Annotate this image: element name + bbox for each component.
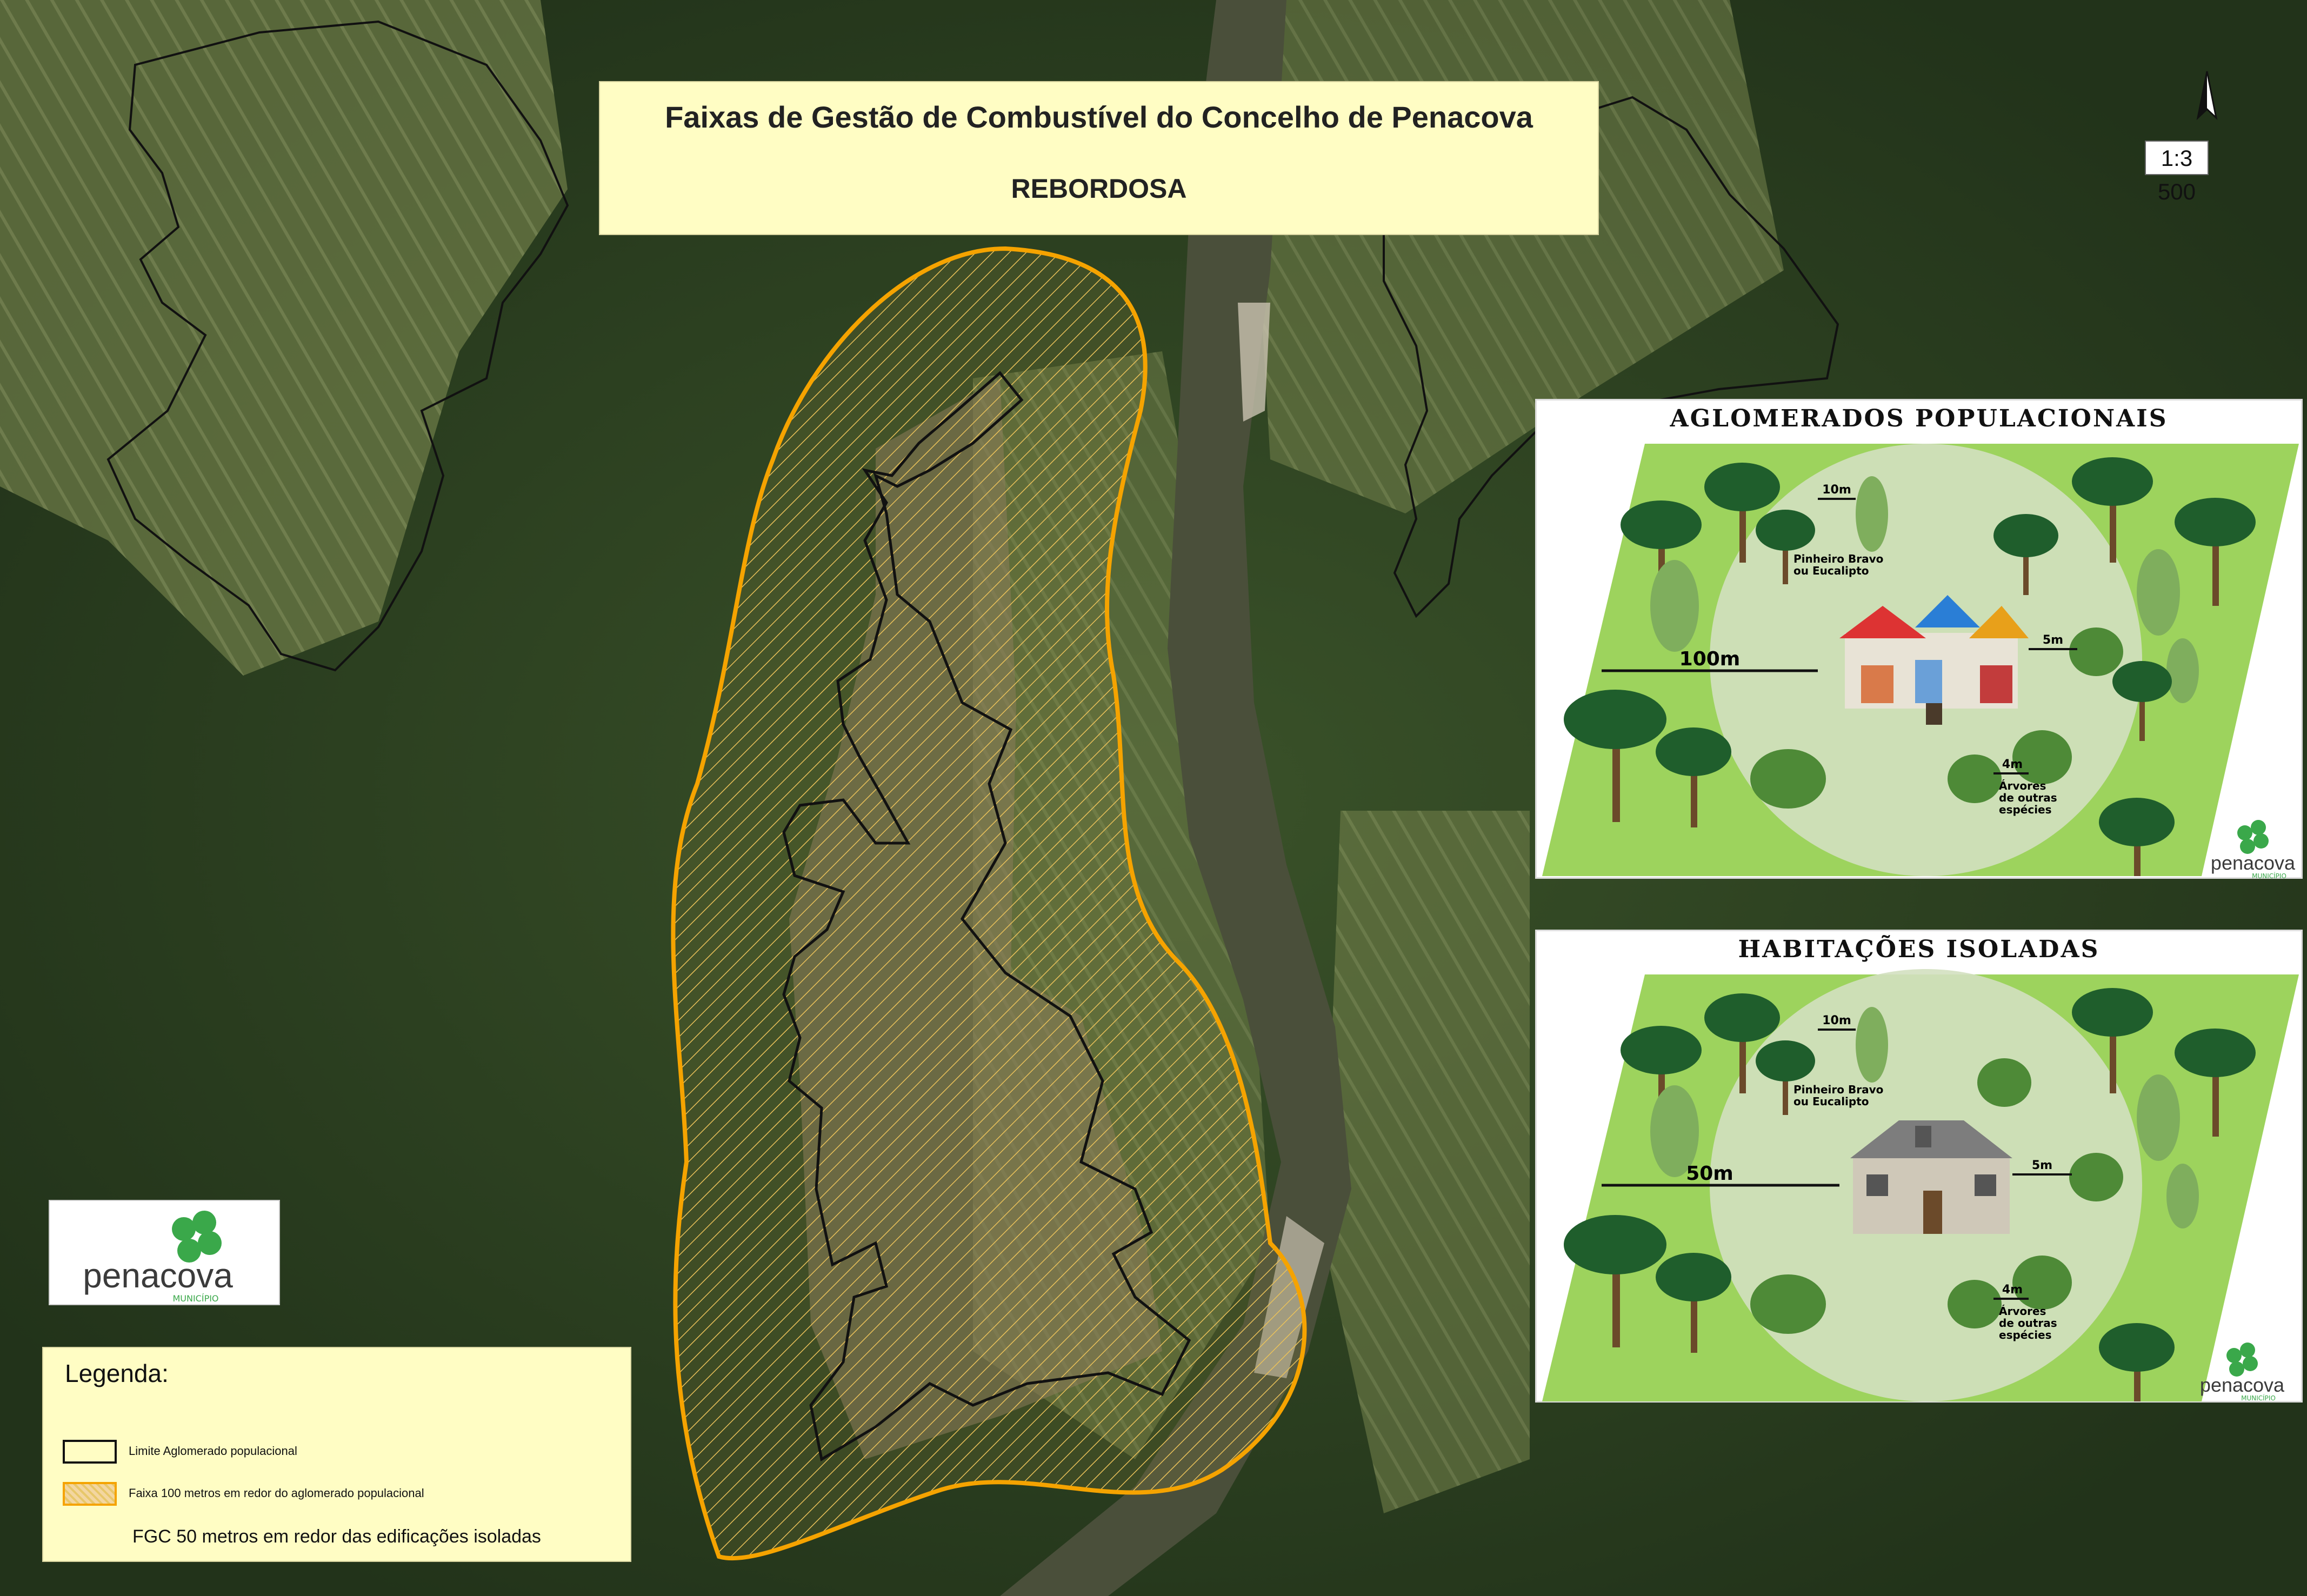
- tree-icon: [2099, 1323, 2175, 1401]
- map-subtitle: REBORDOSA: [1011, 173, 1187, 204]
- clover-icon: [2237, 820, 2269, 854]
- tree-icon: [1704, 993, 1780, 1093]
- distance-pine-label: 10m: [1822, 483, 1851, 497]
- label-other-line3: espécies: [1999, 1328, 2052, 1341]
- panel-habitacoes: HABITAÇÕES ISOLADAS 50m 10m: [1535, 930, 2303, 1403]
- clover-icon: [2226, 1343, 2258, 1377]
- village-houses-icon: [1839, 595, 2029, 725]
- eucalyptus-icon: [2166, 638, 2199, 703]
- tree-icon: [1750, 1274, 1826, 1334]
- distance-main-label: 100m: [1679, 648, 1741, 670]
- tree-icon: [1750, 749, 1826, 809]
- eucalyptus-icon: [1856, 1007, 1888, 1083]
- panel-title: HABITAÇÕES ISOLADAS: [1738, 936, 2100, 963]
- panel-brand: penacova: [2200, 1374, 2285, 1396]
- tree-icon: [2072, 988, 2153, 1093]
- logo-text: penacova: [83, 1256, 233, 1295]
- eucalyptus-icon: [1856, 476, 1888, 552]
- legend-title: Legenda:: [65, 1359, 169, 1387]
- legend-isolated: FGC 50 metros em redor das edificações i…: [132, 1526, 541, 1547]
- aglomerado-boundary[interactable]: [782, 371, 1191, 1461]
- penacova-logo: penacova MUNICÍPIO: [49, 1200, 280, 1305]
- sandbank: [1238, 303, 1270, 422]
- legend-label: Limite Aglomerado populacional: [129, 1444, 297, 1458]
- house-icon: [1850, 1120, 2012, 1234]
- diagram-aglomerados: 100m 10m 5m 4m Pinheiro Bravo ou Eucalip…: [1542, 444, 2299, 880]
- distance-side-label: 5m: [2043, 633, 2063, 647]
- tree-icon: [1656, 1253, 1731, 1353]
- label-pine-line1: Pinheiro Bravo: [1793, 552, 1883, 565]
- tree-icon: [2175, 498, 2256, 606]
- north-arrow: [2193, 70, 2221, 122]
- label-other-line1: Árvores: [1999, 779, 2046, 792]
- tree-icon: [1704, 463, 1780, 563]
- eucalyptus-icon: [2137, 549, 2180, 636]
- legend-item-buffer: Faixa 100 metros em redor do aglomerado …: [63, 1482, 424, 1506]
- distance-side-label: 5m: [2032, 1159, 2052, 1172]
- tree-icon: [2099, 798, 2175, 876]
- tree-icon: [2012, 1256, 2072, 1310]
- tree-icon: [2175, 1029, 2256, 1137]
- label-other-line1: Árvores: [1999, 1305, 2046, 1318]
- distance-pine-label: 10m: [1822, 1014, 1851, 1027]
- eucalyptus-icon: [1650, 1085, 1699, 1177]
- eucalyptus-icon: [1650, 560, 1699, 652]
- distance-main-label: 50m: [1686, 1163, 1733, 1185]
- tree-icon: [1756, 1040, 1815, 1115]
- label-pine-line2: ou Eucalipto: [1793, 564, 1869, 577]
- label-pine-line2: ou Eucalipto: [1793, 1095, 1869, 1108]
- scale-label: 1:3 500: [2145, 141, 2209, 204]
- tree-icon: [1948, 754, 2002, 803]
- eucalyptus-icon: [2137, 1074, 2180, 1161]
- tree-icon: [1756, 510, 1815, 584]
- logo-graphic: penacova MUNICÍPIO: [83, 1211, 233, 1304]
- label-other-line3: espécies: [1999, 803, 2052, 816]
- eucalyptus-icon: [2166, 1164, 2199, 1228]
- tree-icon: [2072, 457, 2153, 563]
- north-arrow-icon: [2196, 71, 2218, 121]
- tree-icon: [2012, 730, 2072, 784]
- tree-icon: [1948, 1280, 2002, 1328]
- distance-other-label: 4m: [2002, 758, 2023, 771]
- legend-swatch-boundary: [63, 1440, 117, 1464]
- legend-swatch-buffer: [63, 1482, 117, 1506]
- label-other-line2: de outras: [1999, 1317, 2057, 1330]
- label-pine-line1: Pinheiro Bravo: [1793, 1083, 1883, 1096]
- tree-icon: [1656, 727, 1731, 827]
- tree-icon: [2069, 627, 2123, 676]
- panel-aglomerados: AGLOMERADOS POPULACIONAIS: [1535, 399, 2303, 880]
- tree-icon: [1564, 1215, 1666, 1347]
- panel-brand-sub: MUNICÍPIO: [2252, 872, 2286, 880]
- panel-title: AGLOMERADOS POPULACIONAIS: [1670, 405, 2168, 432]
- tree-icon: [2069, 1153, 2123, 1201]
- distance-other-label: 4m: [2002, 1283, 2023, 1297]
- clover-icon: [172, 1211, 222, 1263]
- label-other-line2: de outras: [1999, 791, 2057, 804]
- legend-item-boundary: Limite Aglomerado populacional: [63, 1440, 297, 1464]
- title-box: Faixas de Gestão de Combustível do Conce…: [599, 81, 1599, 235]
- fields-east: [1324, 811, 1530, 1513]
- aglomerado-boundary-nw[interactable]: [106, 20, 569, 672]
- map-title: Faixas de Gestão de Combustível do Conce…: [665, 100, 1533, 134]
- tree-icon: [2112, 661, 2172, 741]
- tree-icon: [1977, 1058, 2031, 1107]
- legend: Legenda: Limite Aglomerado populacional …: [42, 1347, 631, 1562]
- tree-icon: [1993, 514, 2058, 595]
- buffer-100m-zone[interactable]: [671, 246, 1307, 1561]
- panel-brand-sub: MUNICÍPIO: [2241, 1394, 2276, 1402]
- fields-nw: [0, 0, 568, 676]
- diagram-habitacoes: 50m 10m 5m 4m Pinheiro Bravo ou Eucalipt…: [1542, 969, 2299, 1402]
- tree-icon: [1564, 690, 1666, 822]
- logo-subtext: MUNICÍPIO: [172, 1293, 218, 1304]
- panel-brand: penacova: [2211, 852, 2296, 874]
- legend-label: Faixa 100 metros em redor do aglomerado …: [129, 1486, 424, 1500]
